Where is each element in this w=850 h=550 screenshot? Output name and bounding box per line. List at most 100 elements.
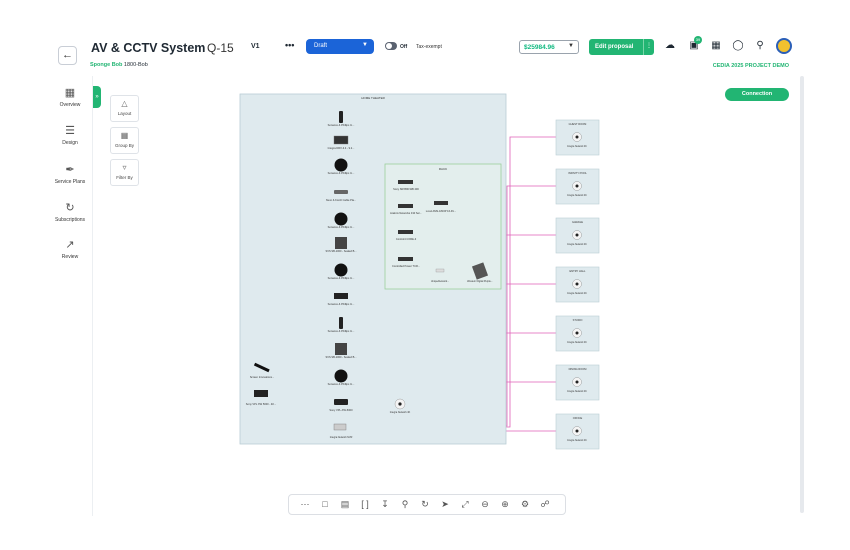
fit-icon[interactable]: ⤢: [461, 499, 469, 509]
nav-label: Subscriptions: [54, 217, 85, 223]
refresh-icon[interactable]: ↻: [421, 499, 429, 509]
device-label: UniqueNetwork...: [431, 280, 450, 283]
projector-icon: [254, 390, 268, 397]
zoom-out-icon[interactable]: ⊖: [481, 499, 489, 509]
wrench-icon: ✒: [65, 164, 75, 176]
tax-toggle[interactable]: [385, 42, 397, 50]
chart-icon: ↗: [65, 239, 75, 251]
device-label: Sonance & Phillips In...: [328, 171, 355, 175]
speaker-icon: [334, 158, 348, 172]
device-label: Control4 CORE-3: [396, 237, 417, 241]
device-label: SVS SB-1000 - Sealed B...: [326, 355, 357, 359]
unlock-icon[interactable]: ☍: [540, 499, 550, 509]
avatar[interactable]: [776, 38, 792, 54]
nav-label: Service Plans: [54, 179, 86, 185]
device-label: Sonance & Phillips In...: [328, 225, 355, 229]
theater-device: Nuvo & Kordz Cable Pla...: [326, 190, 356, 202]
download-icon[interactable]: ↧: [381, 499, 389, 509]
device-label: Integra Network 4K: [390, 411, 411, 414]
device-label: Sonance & Phillips In...: [328, 276, 355, 280]
nav-label: Design: [62, 140, 78, 146]
calendar-icon[interactable]: ▦: [711, 40, 721, 51]
book-icon[interactable]: ▣: [689, 40, 699, 51]
device-label: Screen Innovations...: [250, 375, 275, 379]
camera-lens-icon: [575, 429, 579, 433]
nav-item-subscriptions[interactable]: ↻ Subscriptions: [50, 201, 90, 223]
device-label: Integra DRX-3.4 - 9.2...: [328, 146, 355, 150]
nvr-icon: [333, 423, 347, 431]
client-name: Sponge Bob: [90, 62, 123, 68]
refresh-icon: ↻: [65, 202, 75, 214]
bracket-icon[interactable]: [ ]: [361, 499, 369, 509]
speaker-icon: [334, 212, 348, 226]
cloud-icon[interactable]: ☁: [665, 40, 675, 51]
theater-device: Sonance & Phillips In...: [328, 158, 355, 175]
theater-device: Sony VPL-XW-5000: [329, 399, 353, 412]
rack-device-icon: [398, 257, 413, 261]
device-label: Sonance & Phillips In...: [328, 302, 355, 306]
bell-icon[interactable]: ⚲: [756, 40, 764, 51]
edit-more-button[interactable]: ⋮: [643, 39, 654, 55]
document-icon[interactable]: ▤: [340, 499, 350, 509]
apps-icon[interactable]: ⋯: [300, 499, 310, 509]
version-label[interactable]: V1: [251, 43, 260, 50]
nav-item-review[interactable]: ↗ Review: [50, 238, 90, 260]
grid-icon: ▦: [64, 87, 76, 99]
room-box: [555, 266, 600, 303]
switch-icon: [434, 201, 448, 205]
room-label: GARAGE: [572, 220, 583, 224]
hard-drive-icon: [471, 262, 489, 280]
price-select[interactable]: $25984.96 ▼: [519, 40, 579, 54]
zoom-in-icon[interactable]: ⊕: [501, 499, 509, 509]
projector-icon: [334, 399, 348, 405]
theater-device: Sonance & Phillips In...: [328, 263, 355, 280]
edit-proposal-button[interactable]: Edit proposal: [589, 39, 643, 55]
bottom-toolbar: ⋯ □ ▤ [ ] ↧ ⚲ ↻ ➤ ⤢ ⊖ ⊕ ⚙ ☍: [288, 494, 566, 515]
layout-button[interactable]: △ Layout: [110, 95, 139, 122]
folder-icon[interactable]: □: [322, 499, 328, 509]
device-layer: HOME THEATER RACK Sonance & Phillips In...…: [239, 93, 600, 450]
collapse-toggle-button[interactable]: »: [93, 86, 101, 108]
chat-icon[interactable]: ◯: [732, 40, 744, 51]
nav-label: Overview: [59, 102, 81, 108]
rack-label: RACK: [439, 167, 447, 171]
soundbar-icon: [334, 190, 348, 194]
device-label: Controlled Power TCR...: [392, 264, 420, 268]
device-label: Integra Network 4K: [567, 439, 587, 442]
status-select[interactable]: Draft ▼: [306, 39, 374, 54]
theater-device: SVS SB-1000 - Sealed B...: [326, 343, 357, 359]
select-icon[interactable]: ➤: [441, 499, 449, 509]
vertical-scrollbar[interactable]: [800, 76, 804, 513]
tool-label: Group By: [114, 143, 134, 148]
camera-lens-icon: [575, 380, 579, 384]
rack-device-icon: [398, 204, 413, 208]
settings-icon[interactable]: ⚙: [520, 499, 530, 509]
subwoofer-icon: [335, 343, 347, 355]
more-options-button[interactable]: •••: [285, 40, 295, 50]
nav-item-overview[interactable]: ▦ Overview: [50, 86, 90, 108]
filter-by-button[interactable]: ▿ Filter By: [110, 159, 139, 186]
nav-divider: [92, 76, 93, 516]
group-by-button[interactable]: ▦ Group By: [110, 127, 139, 154]
back-button[interactable]: ←: [58, 46, 77, 65]
room-label: STUDIO: [573, 318, 583, 322]
quote-number: Q-15: [207, 41, 234, 55]
status-value: Draft: [314, 43, 328, 49]
room-label: OFFICE: [573, 416, 583, 420]
home-theater-label: HOME THEATER: [361, 96, 385, 100]
nav-item-service-plans[interactable]: ✒ Service Plans: [50, 163, 90, 185]
device-label: Sony VPL-XW-5000: [329, 408, 353, 412]
filter-icon: ▿: [122, 163, 127, 172]
camera-lens-icon: [575, 331, 579, 335]
connection-button[interactable]: Connection: [725, 88, 789, 101]
caret-down-icon: ▼: [362, 42, 368, 48]
speaker-icon: [339, 111, 343, 123]
nav-item-design[interactable]: ☰ Design: [50, 124, 90, 146]
camera-lens-icon: [575, 135, 579, 139]
search-doc-icon[interactable]: ⚲: [401, 499, 409, 509]
rack-device-icon: [398, 180, 413, 184]
